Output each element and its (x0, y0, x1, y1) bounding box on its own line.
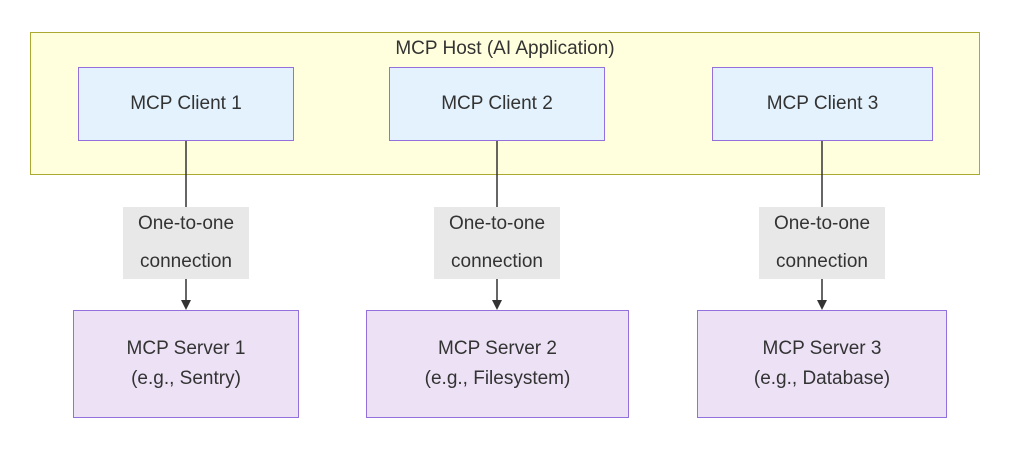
edge-label-1-line2: connection (140, 251, 232, 272)
edge-label-1-line1: One-to-one (137, 213, 235, 234)
server-node-1: MCP Server 1 (e.g., Sentry) (73, 310, 299, 418)
server-node-3: MCP Server 3 (e.g., Database) (697, 310, 947, 418)
edge-label-1: One-to-one connection (123, 207, 249, 279)
server-1-name: MCP Server 1 (126, 338, 246, 359)
edge-label-2-line2: connection (451, 251, 543, 272)
client-node-1: MCP Client 1 (78, 67, 294, 141)
server-3-example: (e.g., Database) (753, 368, 891, 389)
edge-label-3-line1: One-to-one (773, 213, 871, 234)
host-title: MCP Host (AI Application) (395, 38, 615, 59)
server-3-name: MCP Server 3 (762, 338, 882, 359)
client-label-3: MCP Client 3 (766, 93, 879, 114)
server-1-example: (e.g., Sentry) (131, 368, 241, 389)
edge-label-2: One-to-one connection (434, 207, 560, 279)
edge-label-3-line2: connection (776, 251, 868, 272)
client-node-3: MCP Client 3 (712, 67, 933, 141)
client-label-2: MCP Client 2 (441, 93, 553, 114)
client-label-1: MCP Client 1 (130, 93, 242, 114)
server-2-name: MCP Server 2 (438, 338, 557, 359)
server-2-example: (e.g., Filesystem) (424, 368, 571, 389)
edge-label-2-line1: One-to-one (448, 213, 546, 234)
client-node-2: MCP Client 2 (389, 67, 605, 141)
server-node-2: MCP Server 2 (e.g., Filesystem) (366, 310, 629, 418)
edge-label-3: One-to-one connection (759, 207, 885, 279)
